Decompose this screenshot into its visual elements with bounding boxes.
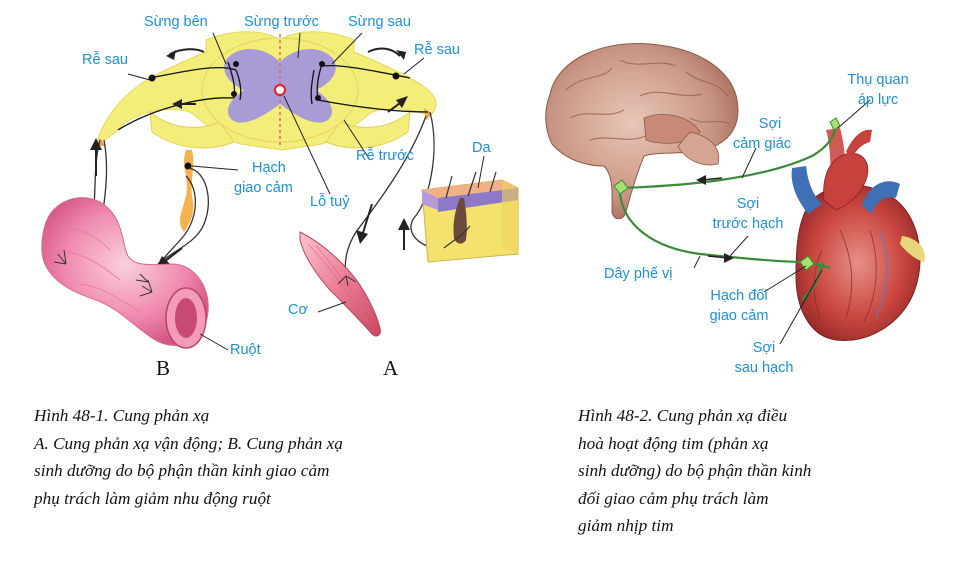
label-preganglionic-fiber-line1: Sợi xyxy=(736,196,760,212)
label-parasympathetic-ganglion-line2: giao cảm xyxy=(709,308,769,324)
figure2-caption-line2: hoà hoạt động tim (phản xạ xyxy=(578,433,769,453)
label-ventral-root: Rễ trước xyxy=(356,148,414,164)
label-postganglionic-fiber-line2: sau hạch xyxy=(734,360,794,376)
vagus-nerve-pathway xyxy=(618,125,838,301)
figure1-pointer-lines xyxy=(127,32,485,351)
figure2-pointer-lines xyxy=(693,99,871,345)
figure2-caption: Hình 48-2. Cung phản xạ điều hoà hoạt độ… xyxy=(578,402,811,540)
figure1-caption-line3: sinh dưỡng do bộ phận thần kinh giao cảm xyxy=(34,461,330,480)
label-sympathetic-ganglion-line2: giao cảm xyxy=(234,180,293,196)
label-postganglionic-fiber-line1: Sợi xyxy=(752,340,776,356)
figure1-caption-line4: phụ trách làm giảm nhu động ruột xyxy=(34,488,271,508)
figure1-caption-line2: A. Cung phản xạ vận động; B. Cung phản x… xyxy=(34,433,343,453)
intestine-illustration xyxy=(41,197,209,349)
label-vagus-nerve: Dây phế vị xyxy=(604,266,673,282)
figure2-caption-line4: đối giao cảm phụ trách làm xyxy=(578,488,769,508)
spinal-cord-diagram xyxy=(65,31,445,293)
label-intestine: Ruột xyxy=(230,342,261,358)
label-preganglionic-fiber-line2: trước hạch xyxy=(712,216,784,232)
figure1-caption: Hình 48-1. Cung phản xạ A. Cung phản xạ … xyxy=(34,402,343,512)
label-central-canal: Lỗ tuỷ xyxy=(310,194,350,210)
label-sensory-fiber-line2: cảm giác xyxy=(732,136,792,152)
label-muscle: Cơ xyxy=(288,302,308,318)
label-dorsal-root-left: Rễ sau xyxy=(82,52,128,68)
label-dorsal-root-right: Rễ sau xyxy=(414,42,460,58)
figure1-caption-line1: Hình 48-1. Cung phản xạ xyxy=(34,406,210,425)
label-parasympathetic-ganglion-line1: Hạch đối xyxy=(710,288,768,304)
muscle-illustration xyxy=(299,231,381,337)
label-anterior-horn: Sừng trước xyxy=(244,14,319,30)
heart-illustration xyxy=(791,128,925,342)
panel-letter-a: A xyxy=(383,356,399,380)
brain-illustration xyxy=(545,42,739,220)
label-lateral-horn: Sừng bên xyxy=(144,14,208,30)
figure2-caption-line5: giảm nhịp tim xyxy=(578,516,674,535)
skin-block-illustration xyxy=(421,171,519,263)
label-baroreceptor-line1: Thụ quan xyxy=(847,72,909,88)
figure2-caption-line3: sinh dưỡng) do bộ phận thần kinh xyxy=(578,461,812,480)
label-posterior-horn: Sừng sau xyxy=(348,14,411,30)
figure2-caption-line1: Hình 48-2. Cung phản xạ điều xyxy=(578,406,788,425)
panel-letter-b: B xyxy=(156,356,171,380)
label-sensory-fiber-line1: Sợi xyxy=(758,116,782,132)
label-baroreceptor-line2: áp lực xyxy=(857,92,899,108)
label-sympathetic-ganglion-line1: Hạch xyxy=(252,160,286,176)
label-skin: Da xyxy=(472,140,491,156)
